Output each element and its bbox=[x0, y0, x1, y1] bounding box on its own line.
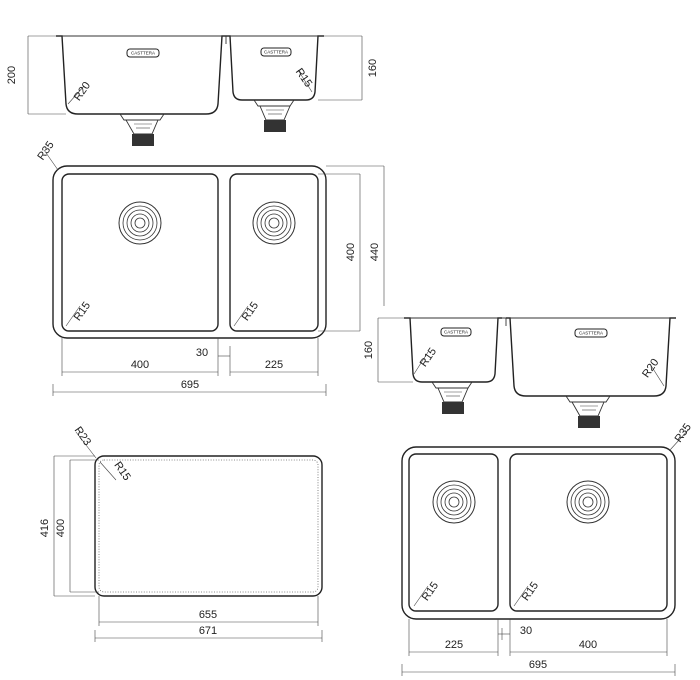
drain-plan-large bbox=[118, 201, 162, 245]
svg-text:400: 400 bbox=[579, 639, 597, 651]
svg-text:671: 671 bbox=[199, 625, 217, 637]
large-bowl-plan-right bbox=[509, 453, 668, 612]
section-view-right: CASTTERA CASTTERA R15 R20 160 bbox=[363, 317, 676, 428]
svg-text:160: 160 bbox=[363, 341, 375, 359]
dim-height-416: 416 bbox=[39, 455, 95, 597]
brand-label: CASTTERA bbox=[444, 330, 468, 335]
svg-text:695: 695 bbox=[181, 379, 199, 391]
section-radius-large: R20 bbox=[72, 80, 93, 103]
brand-label: CASTTERA bbox=[579, 331, 603, 336]
svg-text:400: 400 bbox=[131, 359, 149, 371]
brand-plate-small-right bbox=[440, 327, 472, 337]
svg-text:30: 30 bbox=[520, 625, 532, 637]
cutout-template-view: R23 R15 416 400 655 671 bbox=[39, 425, 323, 642]
svg-text:400: 400 bbox=[55, 519, 67, 537]
inner-radius-small: R15 bbox=[240, 300, 261, 323]
small-bowl-plan bbox=[229, 173, 319, 332]
dim-width-400: 400 bbox=[61, 338, 219, 376]
section-radius-small-right: R15 bbox=[418, 346, 439, 369]
inner-radius-small-right: R15 bbox=[420, 580, 441, 603]
drain-section-large bbox=[119, 113, 165, 146]
svg-text:225: 225 bbox=[265, 359, 283, 371]
cutout-inner bbox=[98, 459, 319, 593]
section-view-top-left: CASTTERA CASTTERA R20 R15 200 bbox=[6, 35, 379, 146]
plan-view-top-left: R35 R15 R15 400 440 400 30 bbox=[35, 139, 385, 396]
dim-height-440: 440 bbox=[326, 165, 385, 306]
dim-width-671: 671 bbox=[94, 625, 323, 642]
brand-plate-small bbox=[260, 47, 292, 57]
brand-label: CASTTERA bbox=[264, 50, 288, 55]
inner-radius-large: R15 bbox=[72, 300, 93, 323]
dim-width-655: 655 bbox=[98, 596, 319, 626]
svg-text:655: 655 bbox=[199, 609, 217, 621]
small-bowl-section bbox=[226, 35, 324, 101]
cutout-outer bbox=[94, 455, 323, 597]
plan-corner-radius: R35 bbox=[35, 139, 56, 162]
dim-width-30: 30 bbox=[196, 346, 231, 376]
dim-width-225: 225 bbox=[230, 338, 319, 376]
brand-plate-large-right bbox=[574, 328, 608, 338]
plan-outer-rim-right bbox=[401, 446, 676, 620]
dim-width-225-right: 225 bbox=[408, 619, 499, 656]
dim-width-30-right: 30 bbox=[498, 619, 532, 656]
drain-section-small-right bbox=[431, 381, 473, 414]
dim-width-695: 695 bbox=[52, 379, 327, 396]
plan-corner-radius-right: R35 bbox=[673, 421, 694, 444]
svg-text:160: 160 bbox=[367, 59, 379, 77]
svg-text:400: 400 bbox=[345, 243, 357, 261]
svg-text:416: 416 bbox=[39, 519, 51, 537]
small-bowl-section-right bbox=[404, 317, 502, 383]
dim-height-160-right: 160 bbox=[363, 317, 413, 383]
svg-text:30: 30 bbox=[196, 347, 208, 359]
section-radius-small: R15 bbox=[293, 66, 314, 89]
drain-section-large-right bbox=[565, 395, 611, 428]
drain-plan-small bbox=[252, 201, 296, 245]
small-bowl-plan-right bbox=[408, 453, 499, 612]
drain-plan-large-right bbox=[566, 480, 610, 524]
drain-section-small bbox=[253, 99, 295, 132]
plan-outer-rim bbox=[52, 165, 327, 339]
svg-text:200: 200 bbox=[6, 66, 18, 84]
svg-text:225: 225 bbox=[445, 639, 463, 651]
dim-height-400: 400 bbox=[318, 173, 361, 332]
brand-plate-large bbox=[126, 48, 160, 58]
dim-width-400-right: 400 bbox=[510, 619, 668, 656]
outer-radius: R23 bbox=[72, 425, 93, 448]
svg-text:695: 695 bbox=[529, 659, 547, 671]
plan-view-right: R35 R15 R15 225 30 400 695 bbox=[401, 421, 694, 676]
dim-width-695-right: 695 bbox=[401, 659, 676, 676]
large-bowl-section-right bbox=[506, 317, 676, 397]
dim-height-400-cutout: 400 bbox=[55, 459, 99, 593]
svg-text:440: 440 bbox=[369, 243, 381, 261]
large-bowl-section bbox=[56, 35, 226, 115]
inner-radius: R15 bbox=[111, 460, 132, 483]
brand-label: CASTTERA bbox=[131, 51, 155, 56]
dim-height-200: 200 bbox=[6, 35, 66, 115]
large-bowl-plan bbox=[61, 173, 219, 332]
dim-height-160: 160 bbox=[318, 35, 379, 101]
drain-plan-small-right bbox=[432, 480, 476, 524]
inner-radius-large-right: R15 bbox=[520, 580, 541, 603]
